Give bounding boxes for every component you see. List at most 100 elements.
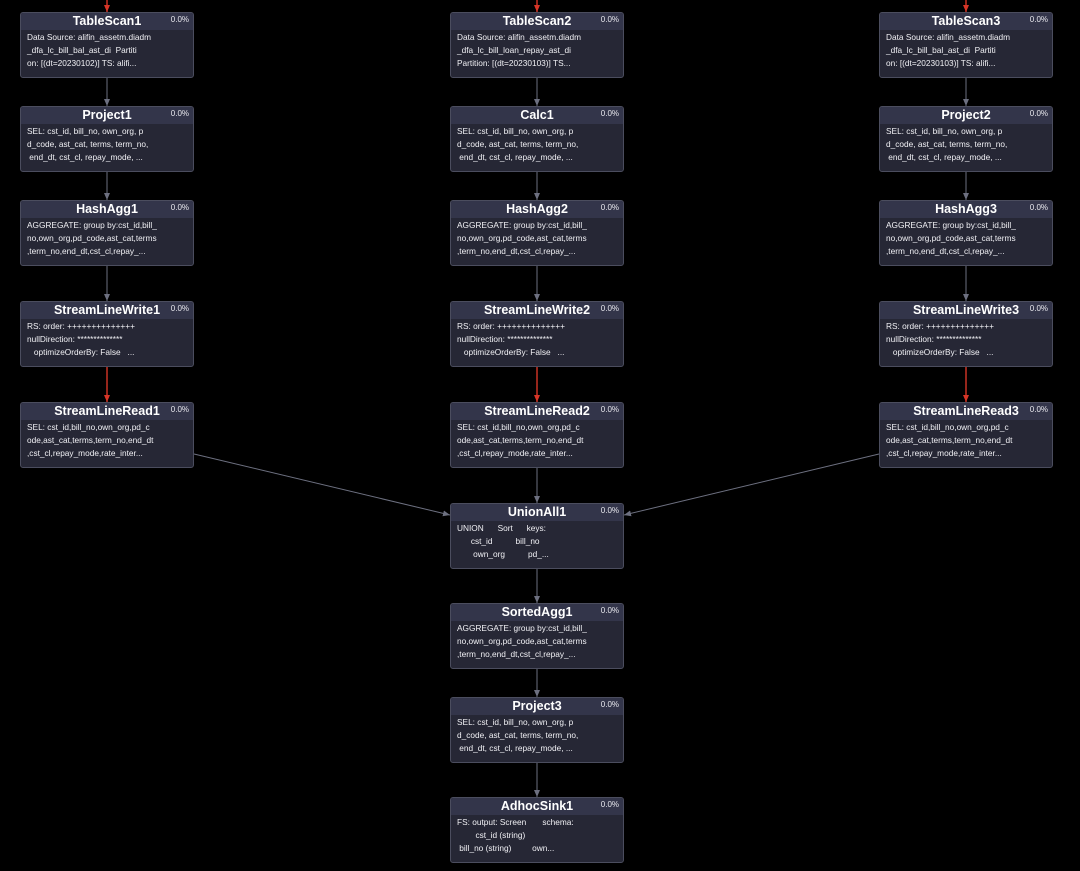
node-detail-line: d_code, ast_cat, terms, term_no, [27,139,149,149]
node-header: StreamLineWrite1 0.0% [21,302,193,319]
node-detail-line: _dfa_lc_bill_bal_ast_di Partiti [886,45,996,55]
node-streamlinewrite3[interactable]: StreamLineWrite3 0.0% RS: order: +++++++++… [879,301,1053,367]
node-percent: 0.0% [170,304,189,313]
node-detail-line: SEL: cst_id, bill_no, own_org, p [886,126,1003,136]
node-title: StreamLineWrite3 [912,303,1020,317]
node-detail-line: AGGREGATE: group by:cst_id,bill_ [457,623,587,633]
node-detail-line: on: [(dt=20230102)] TS: alifi... [27,58,137,68]
node-percent: 0.0% [170,15,189,24]
node-detail-line: end_dt, cst_cl, repay_mode, ... [886,152,1002,162]
node-detail-line: no,own_org,pd_code,ast_cat,terms [27,233,157,243]
node-header: StreamLineWrite3 0.0% [880,302,1052,319]
node-percent: 0.0% [600,304,619,313]
node-detail-line: d_code, ast_cat, terms, term_no, [457,730,579,740]
edge-streamlineread1-to-unionall1 [193,453,451,517]
node-details: AGGREGATE: group by:cst_id,bill_no,own_o… [451,621,623,661]
node-detail-line: ode,ast_cat,terms,term_no,end_dt [457,435,584,445]
node-details: Data Source: alifin_assetm.diadm_dfa_lc_… [21,30,193,70]
node-streamlinewrite1[interactable]: StreamLineWrite1 0.0% RS: order: +++++++++… [20,301,194,367]
node-detail-line: Data Source: alifin_assetm.diadm [886,32,1011,42]
node-detail-line: SEL: cst_id, bill_no, own_org, p [457,717,574,727]
node-title: Project2 [941,108,991,122]
node-percent: 0.0% [170,109,189,118]
node-detail-line: d_code, ast_cat, terms, term_no, [457,139,579,149]
node-detail-line: cst_id bill_no [457,536,540,546]
node-detail-line: ,cst_cl,repay_mode,rate_inter... [886,448,1002,458]
node-details: AGGREGATE: group by:cst_id,bill_no,own_o… [451,218,623,258]
node-detail-line: optimizeOrderBy: False ... [886,347,994,357]
node-title: HashAgg2 [506,202,568,216]
node-title: StreamLineWrite1 [53,303,161,317]
node-detail-line: cst_id (string) [457,830,526,840]
node-detail-line: RS: order: ++++++++++++++ [457,321,565,331]
node-percent: 0.0% [600,405,619,414]
node-detail-line: bill_no (string) own... [457,843,555,853]
node-streamlinewrite2[interactable]: StreamLineWrite2 0.0% RS: order: +++++++++… [450,301,624,367]
node-title: StreamLineRead2 [484,404,590,418]
node-details: RS: order: ++++++++++++++nullDirection: … [21,319,193,359]
node-details: FS: output: Screen schema: cst_id (strin… [451,815,623,855]
node-detail-line: AGGREGATE: group by:cst_id,bill_ [886,220,1016,230]
node-title: Calc1 [520,108,554,122]
node-detail-line: _dfa_lc_bill_loan_repay_ast_di [457,45,571,55]
node-percent: 0.0% [600,506,619,515]
node-detail-line: on: [(dt=20230103)] TS: alifi... [886,58,996,68]
node-detail-line: ,term_no,end_dt,cst_cl,repay_... [457,649,576,659]
node-detail-line: own_org pd_... [457,549,549,559]
node-percent: 0.0% [1029,304,1048,313]
node-detail-line: RS: order: ++++++++++++++ [886,321,994,331]
node-detail-line: d_code, ast_cat, terms, term_no, [886,139,1008,149]
node-percent: 0.0% [1029,405,1048,414]
node-details: RS: order: ++++++++++++++ nullDirection: … [880,319,1052,359]
node-detail-line: _dfa_lc_bill_bal_ast_di Partiti [27,45,137,55]
node-title: UnionAll1 [507,505,567,519]
node-detail-line: nullDirection: ************** [457,334,553,344]
node-detail-line: optimizeOrderBy: False ... [27,347,135,357]
node-percent: 0.0% [600,800,619,809]
node-details: Data Source: alifin_assetm.diadm _dfa_lc_… [451,30,623,70]
node-detail-line: end_dt, cst_cl, repay_mode, ... [27,152,143,162]
node-title: StreamLineRead1 [54,404,160,418]
node-detail-line: ,term_no,end_dt,cst_cl,repay_... [886,246,1005,256]
node-detail-line: ,term_no,end_dt,cst_cl,repay_... [27,246,146,256]
node-header: StreamLineRead2 0.0% [451,403,623,420]
node-percent: 0.0% [170,203,189,212]
node-detail-line: Data Source: alifin_assetm.diadm [457,32,582,42]
node-detail-line: nullDirection: ************** [886,334,982,344]
node-title: StreamLineWrite2 [483,303,591,317]
node-streamlineread2[interactable]: StreamLineRead2 0.0% SEL: cst_id,bill_no,o… [450,402,624,468]
node-details: Data Source: alifin_assetm.diadm _dfa_lc_… [880,30,1052,70]
